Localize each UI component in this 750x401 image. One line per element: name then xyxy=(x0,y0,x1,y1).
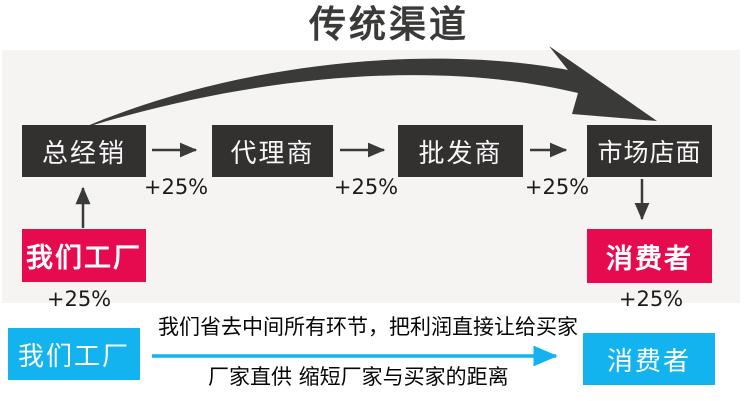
markup-label: +25% xyxy=(143,175,209,199)
node-consumer-direct: 消费者 xyxy=(583,333,715,385)
markup-label: +25% xyxy=(618,287,684,311)
node-consumer-traditional: 消费者 xyxy=(587,229,712,283)
node-label: 市场店面 xyxy=(597,138,702,167)
node-label: 代理商 xyxy=(230,138,315,169)
node-general-distributor: 总经销 xyxy=(22,125,146,177)
node-market-store: 市场店面 xyxy=(587,125,712,177)
direct-flow-slogan-line2: 厂家直供 缩短厂家与买家的距离 xyxy=(208,365,509,389)
node-wholesaler: 批发商 xyxy=(398,125,523,177)
node-agent: 代理商 xyxy=(212,125,333,177)
node-label: 批发商 xyxy=(418,138,503,169)
markup-label: +25% xyxy=(524,175,590,199)
markup-label: +25% xyxy=(46,287,112,311)
curved-arrow-icon xyxy=(80,46,657,129)
node-label: 我们工厂 xyxy=(17,341,130,372)
markup-label: +25% xyxy=(333,175,399,199)
node-label: 总经销 xyxy=(41,138,126,169)
node-our-factory-direct: 我们工厂 xyxy=(8,328,140,380)
page-title: 传统渠道 xyxy=(309,3,469,46)
node-label: 消费者 xyxy=(606,243,693,275)
node-label: 消费者 xyxy=(606,346,691,377)
node-label: 我们工厂 xyxy=(26,243,142,274)
direct-flow-slogan-line1: 我们省去中间所有环节，把利润直接让给买家 xyxy=(158,315,578,339)
node-our-factory-traditional: 我们工厂 xyxy=(22,229,146,282)
